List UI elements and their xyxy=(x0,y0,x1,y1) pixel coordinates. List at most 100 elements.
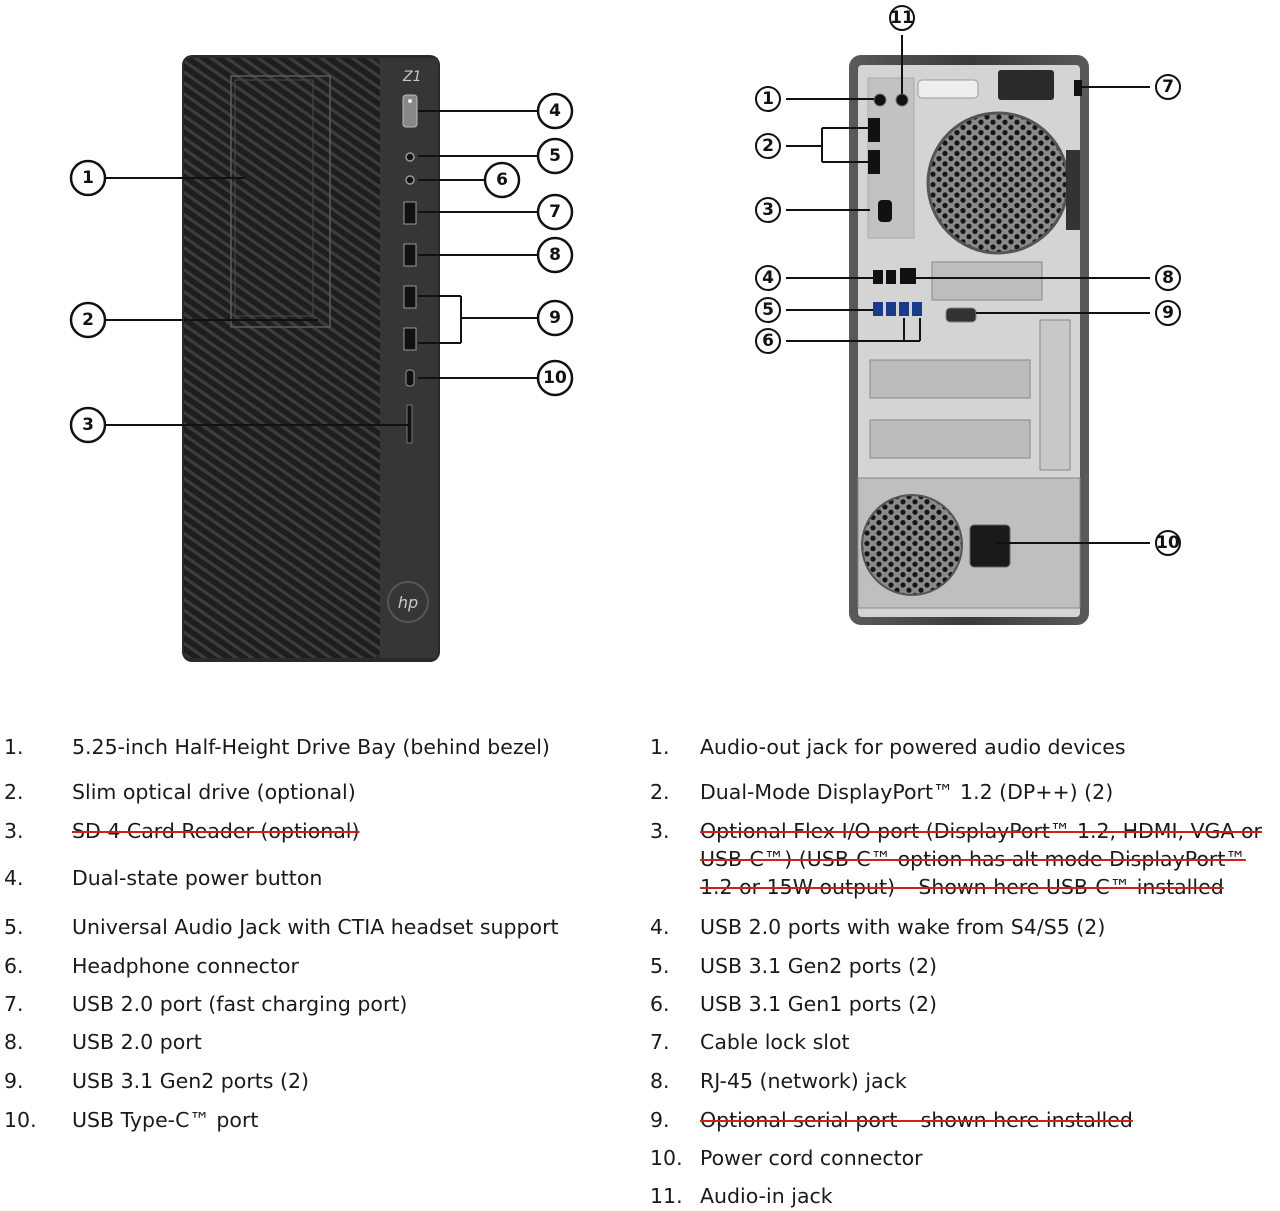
usb-port-icon xyxy=(403,327,417,351)
svg-text:7: 7 xyxy=(1162,77,1174,97)
diagram-canvas: Z1 hp 1 2 3 4 5 6 7 8 xyxy=(69,5,1181,662)
callout-rear-2: 2 xyxy=(755,133,781,159)
svg-text:8: 8 xyxy=(1162,268,1174,288)
legend-text: 5.25-inch Half-Height Drive Bay (behind … xyxy=(72,735,550,759)
callout-rear-6: 6 xyxy=(755,328,781,354)
svg-text:6: 6 xyxy=(496,170,508,190)
legend-text: Universal Audio Jack with CTIA headset s… xyxy=(72,915,559,939)
svg-text:4: 4 xyxy=(549,101,561,121)
legend-text: Optional Flex I/O port (DisplayPort™ 1.2… xyxy=(700,819,1262,899)
legend-number: 11. xyxy=(650,1184,683,1208)
svg-text:2: 2 xyxy=(762,136,774,156)
front-leader-lines xyxy=(106,110,537,426)
front-bezel-pattern xyxy=(184,58,380,658)
front-tower: Z1 hp xyxy=(182,55,440,662)
callout-rear-9: 9 xyxy=(1155,300,1181,326)
callout-rear-10: 10 xyxy=(1155,530,1181,556)
usb-port-icon xyxy=(899,302,909,316)
usb-port-icon xyxy=(873,270,883,284)
power-cord-connector xyxy=(969,524,1011,568)
svg-text:5: 5 xyxy=(762,300,774,320)
legend-text: Audio-in jack xyxy=(700,1184,833,1208)
flex-io-port xyxy=(878,200,892,222)
callout-front-8: 8 xyxy=(536,236,574,274)
model-logo: Z1 xyxy=(402,69,422,85)
legend-number: 2. xyxy=(4,780,24,804)
callout-rear-11: 11 xyxy=(889,5,915,31)
svg-text:1: 1 xyxy=(762,89,774,109)
callout-front-7: 7 xyxy=(536,193,574,231)
legend-text: Dual-state power button xyxy=(72,866,323,890)
legend-number: 10. xyxy=(650,1146,683,1170)
legend-text: USB 2.0 port (fast charging port) xyxy=(72,992,408,1016)
legend-number: 1. xyxy=(4,735,24,759)
legend-text: RJ-45 (network) jack xyxy=(700,1069,907,1093)
svg-text:hp: hp xyxy=(398,593,418,612)
usb-port-icon xyxy=(873,302,883,316)
callout-rear-5: 5 xyxy=(755,297,781,323)
legend-text: USB 3.1 Gen2 ports (2) xyxy=(72,1069,310,1093)
callout-front-5: 5 xyxy=(536,137,574,175)
usb-c-port-icon xyxy=(405,369,415,387)
rear-callouts: 11 1 2 3 4 5 6 7 8 9 10 xyxy=(755,5,1181,556)
drive-bay-outline xyxy=(230,75,331,328)
legend-text: USB Type-C™ port xyxy=(72,1108,259,1132)
svg-text:9: 9 xyxy=(549,308,561,328)
legend-text: Headphone connector xyxy=(72,954,299,978)
legend-text: Optional serial port – shown here instal… xyxy=(700,1108,1133,1132)
front-callouts: 1 2 3 4 5 6 7 8 9 10 xyxy=(69,92,574,444)
legend-number: 9. xyxy=(650,1108,670,1132)
legend-number: 3. xyxy=(650,819,670,843)
legend-number: 5. xyxy=(4,915,24,939)
rj45-jack-icon xyxy=(900,268,916,284)
audio-jack-icon xyxy=(405,152,415,162)
svg-text:6: 6 xyxy=(762,331,774,351)
legend-text: Slim optical drive (optional) xyxy=(72,780,356,804)
legend-text: Cable lock slot xyxy=(700,1030,850,1054)
svg-text:9: 9 xyxy=(1162,303,1174,323)
legend-text: USB 3.1 Gen2 ports (2) xyxy=(700,954,938,978)
legend-number: 4. xyxy=(650,915,670,939)
psu-fan-grille xyxy=(861,494,963,596)
legend-text: Power cord connector xyxy=(700,1146,923,1170)
legend-number: 9. xyxy=(4,1069,24,1093)
legend-text: USB 3.1 Gen1 ports (2) xyxy=(700,992,938,1016)
usb-port-icon xyxy=(403,243,417,267)
rear-tower xyxy=(849,55,1089,625)
usb-port-icon xyxy=(403,201,417,225)
power-button xyxy=(402,94,418,128)
svg-text:7: 7 xyxy=(549,202,561,222)
legend-number: 1. xyxy=(650,735,670,759)
callout-rear-4: 4 xyxy=(755,265,781,291)
svg-text:5: 5 xyxy=(549,146,561,166)
legend-number: 6. xyxy=(650,992,670,1016)
svg-text:10: 10 xyxy=(1156,533,1180,553)
svg-text:3: 3 xyxy=(762,200,774,220)
callout-front-4: 4 xyxy=(536,92,574,130)
callout-rear-3: 3 xyxy=(755,197,781,223)
legend-number: 10. xyxy=(4,1108,37,1132)
svg-text:11: 11 xyxy=(890,8,914,28)
legend-number: 5. xyxy=(650,954,670,978)
headphone-jack-icon xyxy=(405,175,415,185)
lock-bracket xyxy=(998,70,1054,100)
callout-front-1: 1 xyxy=(69,159,107,197)
callout-rear-7: 7 xyxy=(1155,74,1181,100)
rear-leader-lines xyxy=(786,35,1150,544)
svg-text:8: 8 xyxy=(549,245,561,265)
svg-text:1: 1 xyxy=(82,168,94,188)
legend-number: 7. xyxy=(4,992,24,1016)
displayport-icon xyxy=(868,150,880,174)
hp-logo xyxy=(387,581,429,623)
audio-out-jack-icon xyxy=(873,93,887,107)
svg-text:2: 2 xyxy=(82,310,94,330)
legend-text: USB 2.0 ports with wake from S4/S5 (2) xyxy=(700,915,1106,939)
callout-front-3: 3 xyxy=(69,406,107,444)
usb-port-icon xyxy=(886,270,896,284)
displayport-icon xyxy=(868,118,880,142)
legend-number: 4. xyxy=(4,866,24,890)
legend-text: USB 2.0 port xyxy=(72,1030,202,1054)
usb-port-icon xyxy=(403,285,417,309)
callout-rear-1: 1 xyxy=(755,86,781,112)
callout-front-2: 2 xyxy=(69,301,107,339)
